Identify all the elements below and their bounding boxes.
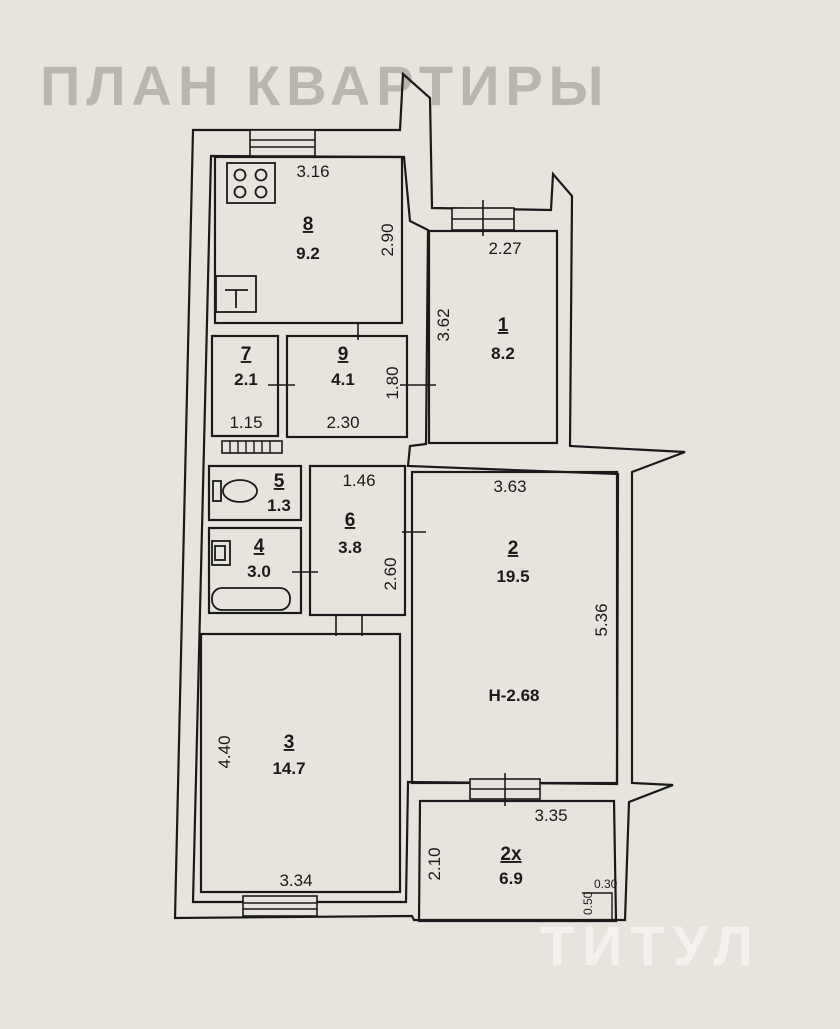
room-1-number: 1 [498,315,509,336]
room-3-number: 3 [284,732,295,753]
room-2-width: 3.63 [493,477,526,496]
inner-wall [191,154,620,904]
room-1-width: 2.27 [488,239,521,258]
room-5-wall [207,464,303,522]
vent-strip [221,440,283,454]
room-2-height: 5.36 [592,603,611,636]
room-6-number: 6 [345,510,356,531]
room-2-number: 2 [508,538,519,559]
room-2x-number: 2х [500,844,522,865]
vent-hatch [229,441,271,453]
room-4-area: 3.0 [247,562,271,581]
room-1-height: 3.62 [434,308,453,341]
room-8-wall [213,155,404,325]
room-8-area: 9.2 [296,244,320,263]
balcony-notch [582,892,613,919]
room-2x-area: 6.9 [499,869,523,888]
room-1-wall [427,229,559,445]
room-9-height: 1.80 [383,366,402,399]
room-8-number: 8 [303,214,314,235]
room-8-height: 2.90 [378,223,397,256]
room-5-number: 5 [274,471,285,492]
ceiling-height-label: Н-2.68 [488,686,539,705]
room-6-wall [308,464,407,617]
room-4-number: 4 [254,536,265,557]
room-2-area: 19.5 [496,567,529,586]
room-2x-height: 2.10 [425,847,444,880]
room-1-area: 8.2 [491,344,515,363]
room-3-area: 14.7 [272,759,305,778]
header-text: ПЛАН КВАРТИРЫ [40,54,610,117]
door-ticks [268,322,436,636]
sink-icon [215,275,257,313]
room-6-area: 3.8 [338,538,362,557]
room-7-number: 7 [241,344,252,365]
room-9-wall [285,334,409,439]
room-2x-dim-small-a: 0.30 [594,877,618,891]
room-7-width: 1.15 [229,413,262,432]
room-2x-width: 3.35 [534,806,567,825]
outer-wall [173,71,686,922]
room-5-area: 1.3 [267,496,291,515]
room-8-width: 3.16 [296,162,329,181]
room-7-area: 2.1 [234,370,258,389]
room-9-width: 2.30 [326,413,359,432]
stove-icon [226,162,276,204]
room-2x-dim-small-b: 0.50 [581,891,595,915]
toilet-icon [212,479,258,503]
bathtub-icon [211,587,291,611]
openings [221,129,541,917]
room-3-wall [199,632,402,894]
window-room-3 [242,895,318,917]
window-kitchen [249,129,316,157]
room-9-area: 4.1 [331,370,355,389]
room-6-width: 1.46 [342,471,375,490]
room-2x-wall [417,799,618,923]
room-2-wall [410,470,619,785]
room-4-wall [207,526,303,615]
walls [173,71,686,923]
room-3-height: 4.40 [215,735,234,768]
room-3-width: 3.34 [279,871,312,890]
watermark: ТИТУЛ [540,914,761,977]
washbasin-icon [211,540,231,566]
room-9-number: 9 [338,344,349,365]
room-7-wall [210,334,280,438]
room-6-height: 2.60 [381,557,400,590]
